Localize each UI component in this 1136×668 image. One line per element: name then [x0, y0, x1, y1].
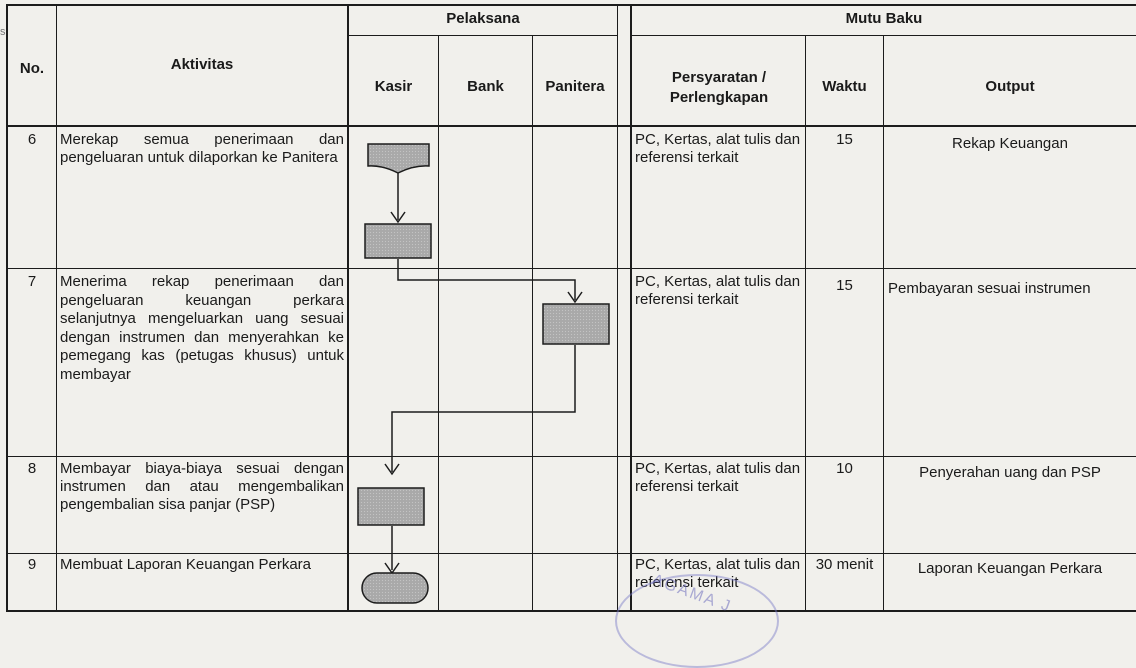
- col-waktu-divider: [883, 35, 884, 612]
- col-panitera-divider: [617, 4, 618, 612]
- connector-6-7: [397, 259, 576, 300]
- header-mutu-baku: Mutu Baku: [845, 10, 923, 27]
- col-aktivitas-divider: [347, 4, 349, 612]
- row-divider-7: [6, 456, 1136, 457]
- row-8-waktu: 10: [836, 460, 853, 477]
- row-6-waktu: 15: [836, 131, 853, 148]
- header-waktu: Waktu: [822, 78, 867, 95]
- table-border-top: [6, 4, 1136, 6]
- connector-7-8: [391, 345, 576, 472]
- process-box-row6: [364, 223, 432, 259]
- header-kasir: Kasir: [374, 78, 413, 95]
- row-9-aktivitas: Membuat Laporan Keuangan Perkara: [60, 556, 312, 573]
- arrowhead-6a: [390, 211, 406, 224]
- col-kasir-divider: [438, 35, 439, 612]
- header-bottom: [6, 125, 1136, 127]
- border-left: [6, 4, 8, 612]
- header-bank: Bank: [467, 78, 504, 95]
- row-8-persyaratan: PC, Kertas, alat tulis dan referensi ter…: [635, 460, 801, 495]
- row-divider-6: [6, 268, 1136, 269]
- header-output: Output: [985, 78, 1035, 95]
- row-6-aktivitas: Merekap semua penerimaan dan pengeluaran…: [60, 131, 344, 166]
- row-8-output: Penyerahan uang dan PSP: [919, 464, 1101, 481]
- row-8-aktivitas: Membayar biaya-biaya sesuai dengan instr…: [60, 460, 344, 513]
- col-persyaratan-left: [630, 4, 632, 612]
- header-panitera: Panitera: [545, 78, 605, 95]
- row-7-output: Pembayaran sesuai instrumen: [888, 280, 1091, 297]
- row-9-waktu: 30 menit: [815, 556, 874, 573]
- header-aktivitas: Aktivitas: [170, 56, 234, 73]
- header-no: No.: [19, 60, 45, 77]
- flowchart: [357, 143, 610, 604]
- col-persyaratan-divider: [805, 35, 806, 612]
- arrowhead-6-7: [567, 291, 583, 304]
- row-6-persyaratan: PC, Kertas, alat tulis dan referensi ter…: [635, 131, 801, 166]
- col-no-divider: [56, 4, 57, 612]
- row-8-no: 8: [27, 460, 37, 477]
- table-border-bottom: [6, 610, 1136, 612]
- row-6-output: Rekap Keuangan: [952, 135, 1068, 152]
- row-9-output: Laporan Keuangan Perkara: [917, 560, 1103, 577]
- row-7-aktivitas: Menerima rekap penerimaan dan pengeluara…: [60, 273, 344, 383]
- document-shape: [367, 143, 430, 174]
- process-box-row7: [542, 303, 610, 345]
- arrowhead-7-8: [384, 463, 400, 476]
- row-7-waktu: 15: [836, 277, 853, 294]
- pelaksana-divider: [348, 35, 617, 36]
- scan-mark: s: [0, 26, 6, 38]
- row-9-no: 9: [27, 556, 37, 573]
- col-bank-divider: [532, 35, 533, 612]
- header-persyaratan: Persyaratan / Perlengkapan: [669, 69, 769, 106]
- row-6-no: 6: [27, 131, 37, 148]
- process-box-row8: [357, 487, 425, 526]
- header-pelaksana: Pelaksana: [446, 10, 520, 27]
- row-7-no: 7: [27, 273, 37, 290]
- row-7-persyaratan: PC, Kertas, alat tulis dan referensi ter…: [635, 273, 801, 308]
- row-divider-8: [6, 553, 1136, 554]
- terminator-shape: [361, 572, 429, 604]
